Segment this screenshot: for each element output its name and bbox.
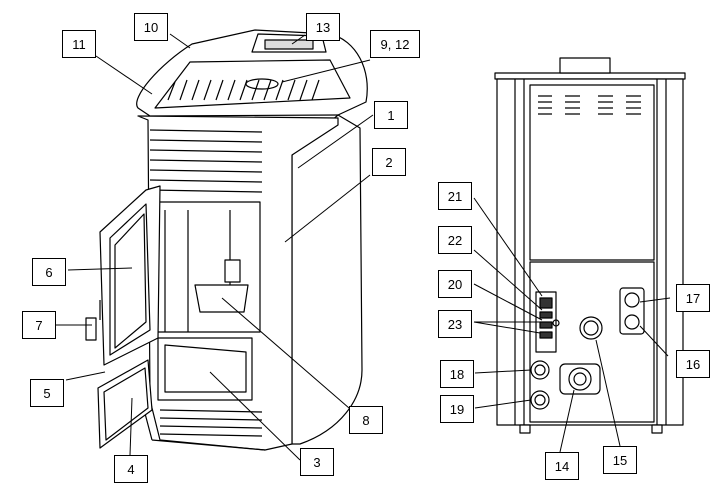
rear-stove-body: [494, 57, 686, 434]
callout-13-label: 13: [315, 19, 331, 35]
callout-18-label: 18: [449, 366, 465, 382]
callout-11-label: 11: [72, 36, 86, 52]
callout-21: 21: [438, 182, 472, 210]
callout-20: 20: [438, 270, 472, 298]
callout-23-label: 23: [447, 316, 463, 332]
callout-10-label: 10: [143, 19, 159, 35]
front-stove-body: [136, 29, 368, 451]
callout-13: 13: [306, 13, 340, 41]
callout-21-label: 21: [447, 188, 463, 204]
callout-1-label: 1: [387, 107, 395, 123]
callout-17: 17: [676, 284, 710, 312]
callout-6-label: 6: [45, 264, 53, 280]
callout-2: 2: [372, 148, 406, 176]
callout-15-label: 15: [612, 452, 628, 468]
callout-7-label: 7: [35, 317, 43, 333]
callout-22-label: 22: [447, 232, 463, 248]
open-door: [85, 185, 161, 449]
callout-2-label: 2: [385, 154, 393, 170]
callout-5-label: 5: [43, 385, 51, 401]
callout-19: 19: [440, 395, 474, 423]
callout-11: 11: [62, 30, 96, 58]
callout-20-label: 20: [447, 276, 463, 292]
callout-9-12-label: 9, 12: [380, 36, 410, 52]
callout-9-12: 9, 12: [370, 30, 420, 58]
callout-5: 5: [30, 379, 64, 407]
callout-8: 8: [349, 406, 383, 434]
callout-3-label: 3: [313, 454, 321, 470]
callout-10: 10: [134, 13, 168, 41]
callout-16: 16: [676, 350, 710, 378]
callout-19-label: 19: [449, 401, 465, 417]
callout-4: 4: [114, 455, 148, 483]
callout-6: 6: [32, 258, 66, 286]
callout-8-label: 8: [362, 412, 370, 428]
callout-23: 23: [438, 310, 472, 338]
callout-14: 14: [545, 452, 579, 480]
callout-3: 3: [300, 448, 334, 476]
callout-15: 15: [603, 446, 637, 474]
callout-18: 18: [440, 360, 474, 388]
callout-1: 1: [374, 101, 408, 129]
leader-lines: [56, 33, 671, 461]
callout-17-label: 17: [685, 290, 701, 306]
callout-16-label: 16: [685, 356, 701, 372]
callout-7: 7: [22, 311, 56, 339]
callout-22: 22: [438, 226, 472, 254]
callout-14-label: 14: [554, 458, 570, 474]
callout-4-label: 4: [127, 461, 135, 477]
